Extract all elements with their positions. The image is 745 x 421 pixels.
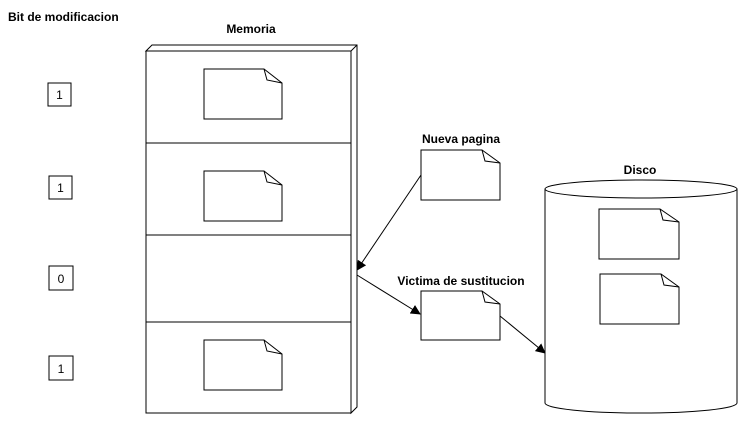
- memory-page-4: [203, 339, 283, 391]
- bit-value-3: 0: [58, 272, 65, 286]
- bit-box-2: 1: [48, 175, 73, 200]
- bit-column-title: Bit de modificacion: [8, 10, 119, 24]
- bit-box-4: 1: [48, 355, 74, 381]
- arrow-memory-to-victim: [356, 274, 421, 315]
- arrow-new-page-to-memory: [356, 174, 422, 271]
- bit-value-2: 1: [57, 181, 64, 195]
- bit-box-1: 1: [47, 82, 72, 107]
- bit-value-1: 1: [56, 88, 63, 102]
- arrow-victim-to-disk: [499, 315, 546, 354]
- memory-page-2: [203, 170, 283, 222]
- memory-label: Memoria: [226, 22, 276, 36]
- disk-page-1: [598, 208, 680, 260]
- memory-page-1: [203, 68, 283, 120]
- new-page-label: Nueva pagina: [422, 132, 500, 146]
- bit-value-4: 1: [58, 362, 65, 376]
- victim-label: Victima de sustitucion: [397, 274, 524, 288]
- disk-page-2: [599, 273, 680, 325]
- disk-label: Disco: [624, 163, 657, 177]
- bit-box-3: 0: [48, 265, 74, 291]
- victim-page-document: [420, 290, 501, 341]
- new-page-document: [420, 149, 501, 201]
